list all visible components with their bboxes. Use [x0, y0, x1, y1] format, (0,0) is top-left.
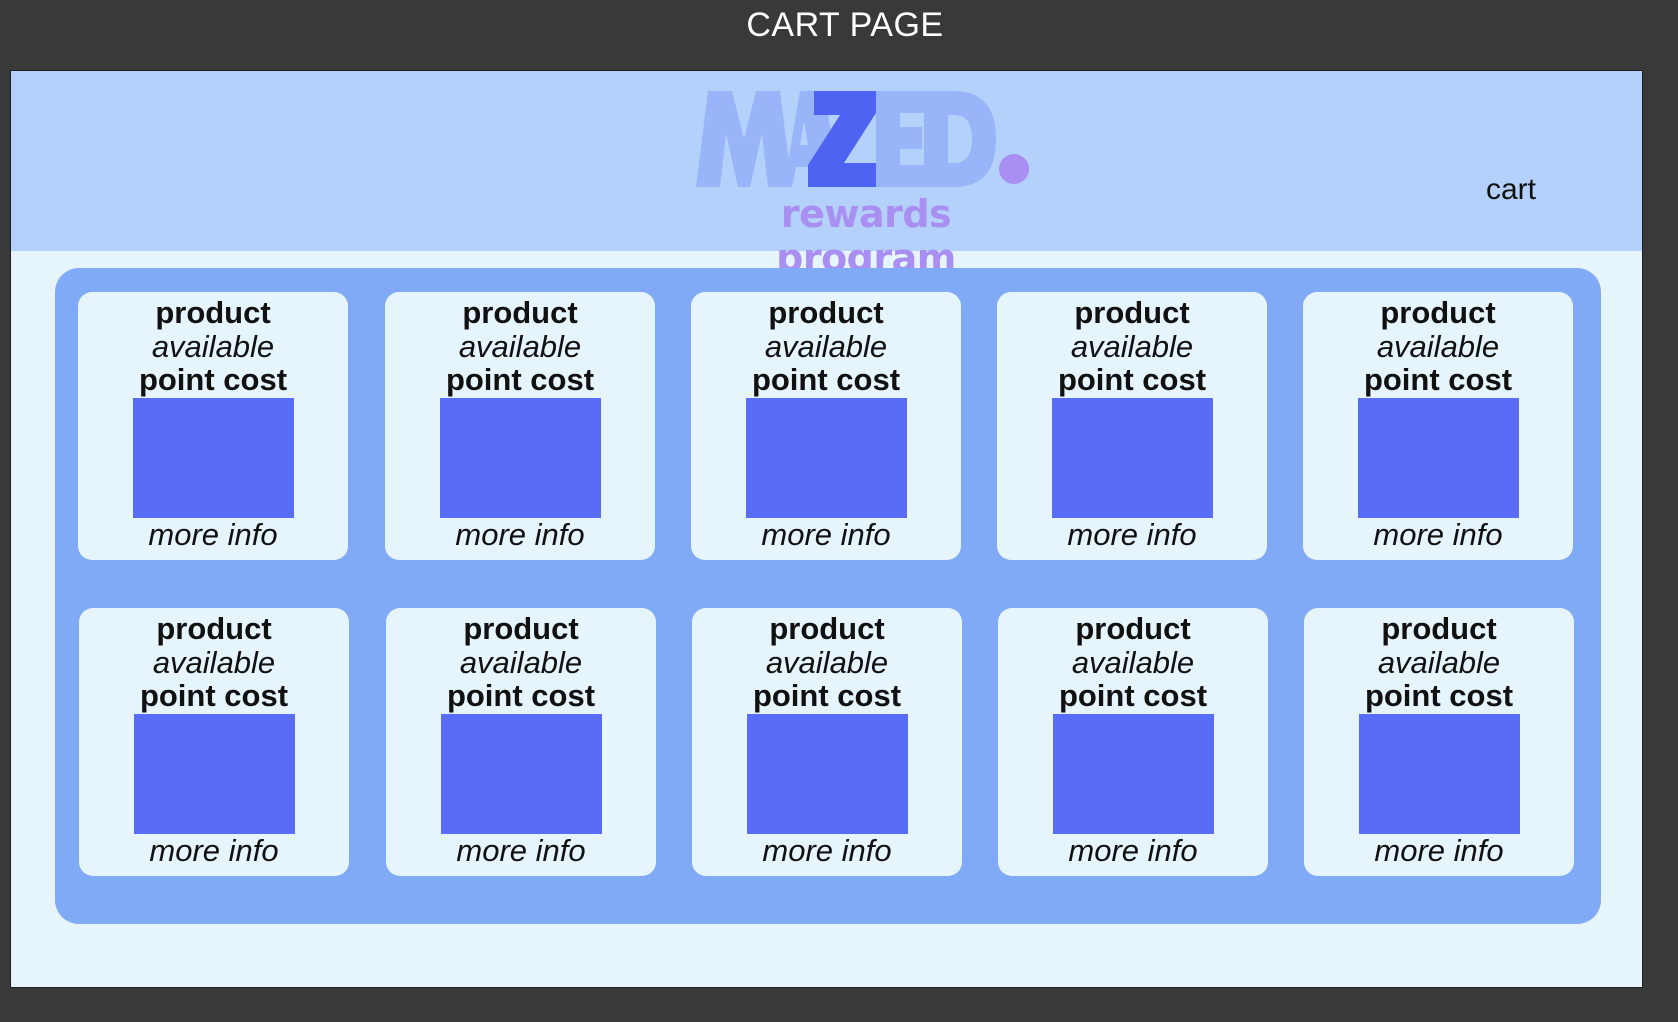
- product-name: product: [156, 611, 272, 646]
- product-point-cost: point cost: [1058, 678, 1208, 713]
- more-info-link[interactable]: more info: [149, 833, 279, 868]
- more-info-link[interactable]: more info: [1068, 833, 1198, 868]
- product-card[interactable]: product available point cost more info: [692, 608, 962, 876]
- product-card[interactable]: product available point cost more info: [997, 292, 1267, 560]
- product-point-cost: point cost: [139, 678, 289, 713]
- mazed-wordmark-icon: [696, 91, 1029, 187]
- product-name: product: [768, 295, 884, 330]
- product-availability: available: [764, 329, 888, 364]
- product-point-cost: point cost: [138, 362, 288, 397]
- product-availability: available: [1071, 645, 1195, 680]
- product-availability: available: [152, 645, 276, 680]
- site-header: rewards program cart: [11, 71, 1642, 280]
- product-card[interactable]: product available point cost more info: [1303, 292, 1573, 560]
- product-name: product: [769, 611, 885, 646]
- product-point-cost: point cost: [446, 678, 596, 713]
- product-point-cost: point cost: [1364, 678, 1514, 713]
- mazed-logo[interactable]: rewards program: [696, 87, 1036, 280]
- product-grid: product available point cost more info p…: [55, 268, 1601, 924]
- product-card[interactable]: product available point cost more info: [691, 292, 961, 560]
- more-info-link[interactable]: more info: [1373, 517, 1503, 552]
- product-image: [133, 714, 295, 834]
- product-name: product: [1074, 295, 1190, 330]
- more-info-link[interactable]: more info: [148, 517, 278, 552]
- product-availability: available: [1070, 329, 1194, 364]
- product-image: [132, 398, 294, 518]
- more-info-link[interactable]: more info: [1067, 517, 1197, 552]
- product-image: [1052, 714, 1214, 834]
- product-name: product: [1380, 295, 1496, 330]
- logo-tagline: rewards program: [776, 192, 956, 280]
- more-info-link[interactable]: more info: [456, 833, 586, 868]
- product-name: product: [1075, 611, 1191, 646]
- product-card[interactable]: product available point cost more info: [386, 608, 656, 876]
- product-image: [1358, 714, 1520, 834]
- canvas-title: CART PAGE: [746, 6, 944, 44]
- product-availability: available: [1377, 645, 1501, 680]
- product-card[interactable]: product available point cost more info: [385, 292, 655, 560]
- more-info-link[interactable]: more info: [455, 517, 585, 552]
- more-info-link[interactable]: more info: [1374, 833, 1504, 868]
- product-card[interactable]: product available point cost more info: [78, 292, 348, 560]
- product-availability: available: [459, 645, 583, 680]
- product-point-cost: point cost: [752, 678, 902, 713]
- product-point-cost: point cost: [1363, 362, 1513, 397]
- more-info-link[interactable]: more info: [762, 833, 892, 868]
- product-name: product: [463, 611, 579, 646]
- product-image: [440, 714, 602, 834]
- product-availability: available: [151, 329, 275, 364]
- more-info-link[interactable]: more info: [761, 517, 891, 552]
- product-point-cost: point cost: [751, 362, 901, 397]
- product-image: [745, 398, 907, 518]
- cart-link[interactable]: cart: [1486, 173, 1537, 206]
- product-name: product: [155, 295, 271, 330]
- product-image: [746, 714, 908, 834]
- cart-page-frame: rewards program cart product available p…: [10, 70, 1643, 988]
- product-image: [1051, 398, 1213, 518]
- product-name: product: [462, 295, 578, 330]
- product-availability: available: [765, 645, 889, 680]
- product-card[interactable]: product available point cost more info: [79, 608, 349, 876]
- product-image: [1357, 398, 1519, 518]
- product-availability: available: [1376, 329, 1500, 364]
- product-availability: available: [458, 329, 582, 364]
- product-card[interactable]: product available point cost more info: [1304, 608, 1574, 876]
- product-card[interactable]: product available point cost more info: [998, 608, 1268, 876]
- product-point-cost: point cost: [1057, 362, 1207, 397]
- product-name: product: [1381, 611, 1497, 646]
- product-image: [439, 398, 601, 518]
- product-point-cost: point cost: [445, 362, 595, 397]
